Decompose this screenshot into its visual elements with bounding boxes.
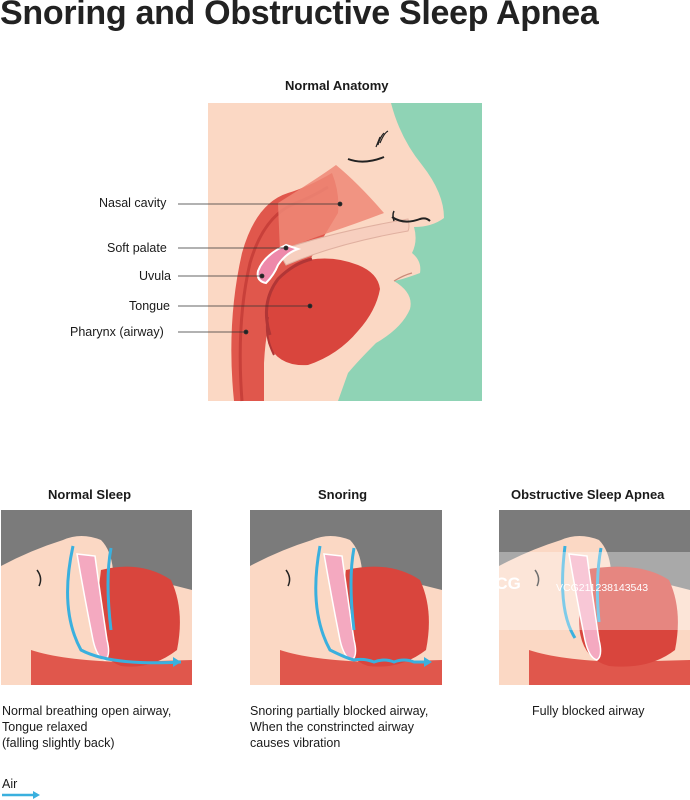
nasal-cavity — [278, 165, 384, 253]
label-soft-palate: Soft palate — [107, 241, 167, 255]
caption-line: Normal breathing open airway, — [2, 704, 172, 718]
caption-osa: Fully blocked airway — [532, 703, 645, 719]
label-uvula: Uvula — [139, 269, 171, 283]
legend-air-label: Air — [2, 777, 18, 791]
nostril — [391, 216, 431, 223]
caption-normal-sleep: Normal breathing open airway, Tongue rel… — [2, 703, 171, 751]
eye — [347, 156, 385, 163]
caption-line: Snoring partially blocked airway, — [250, 704, 429, 718]
hard-palate — [277, 218, 410, 266]
legend-air-arrow-icon — [2, 791, 40, 799]
tongue — [267, 258, 380, 366]
caption-line: (falling slightly back) — [2, 736, 115, 750]
normal-anatomy-illustration — [208, 103, 482, 402]
watermark-id: VCG211238143543 — [556, 582, 649, 594]
panel-normal-sleep — [1, 510, 192, 685]
panel-title-normal-sleep: Normal Sleep — [48, 487, 132, 502]
panel-osa — [499, 510, 690, 685]
label-pharynx: Pharynx (airway) — [70, 325, 164, 339]
soft-palate — [256, 243, 302, 285]
label-tongue: Tongue — [129, 299, 171, 313]
watermark-logo: VCG — [484, 574, 521, 593]
caption-line: Fully blocked airway — [532, 704, 645, 718]
page-title: Snoring and Obstructive Sleep Apnea — [0, 0, 599, 32]
caption-line: When the constrincted airway — [250, 720, 414, 734]
panel-title-snoring: Snoring — [318, 487, 368, 502]
normal-anatomy-title: Normal Anatomy — [285, 78, 389, 93]
panel-title-osa: Obstructive Sleep Apnea — [511, 487, 665, 502]
caption-line: causes vibration — [250, 736, 341, 750]
watermark: VCG VCG211238143543 — [466, 552, 690, 630]
panel-snoring — [250, 510, 442, 685]
label-nasal-cavity: Nasal cavity — [99, 196, 167, 210]
caption-line: Tongue relaxed — [2, 720, 88, 734]
caption-snoring: Snoring partially blocked airway, When t… — [250, 703, 428, 751]
